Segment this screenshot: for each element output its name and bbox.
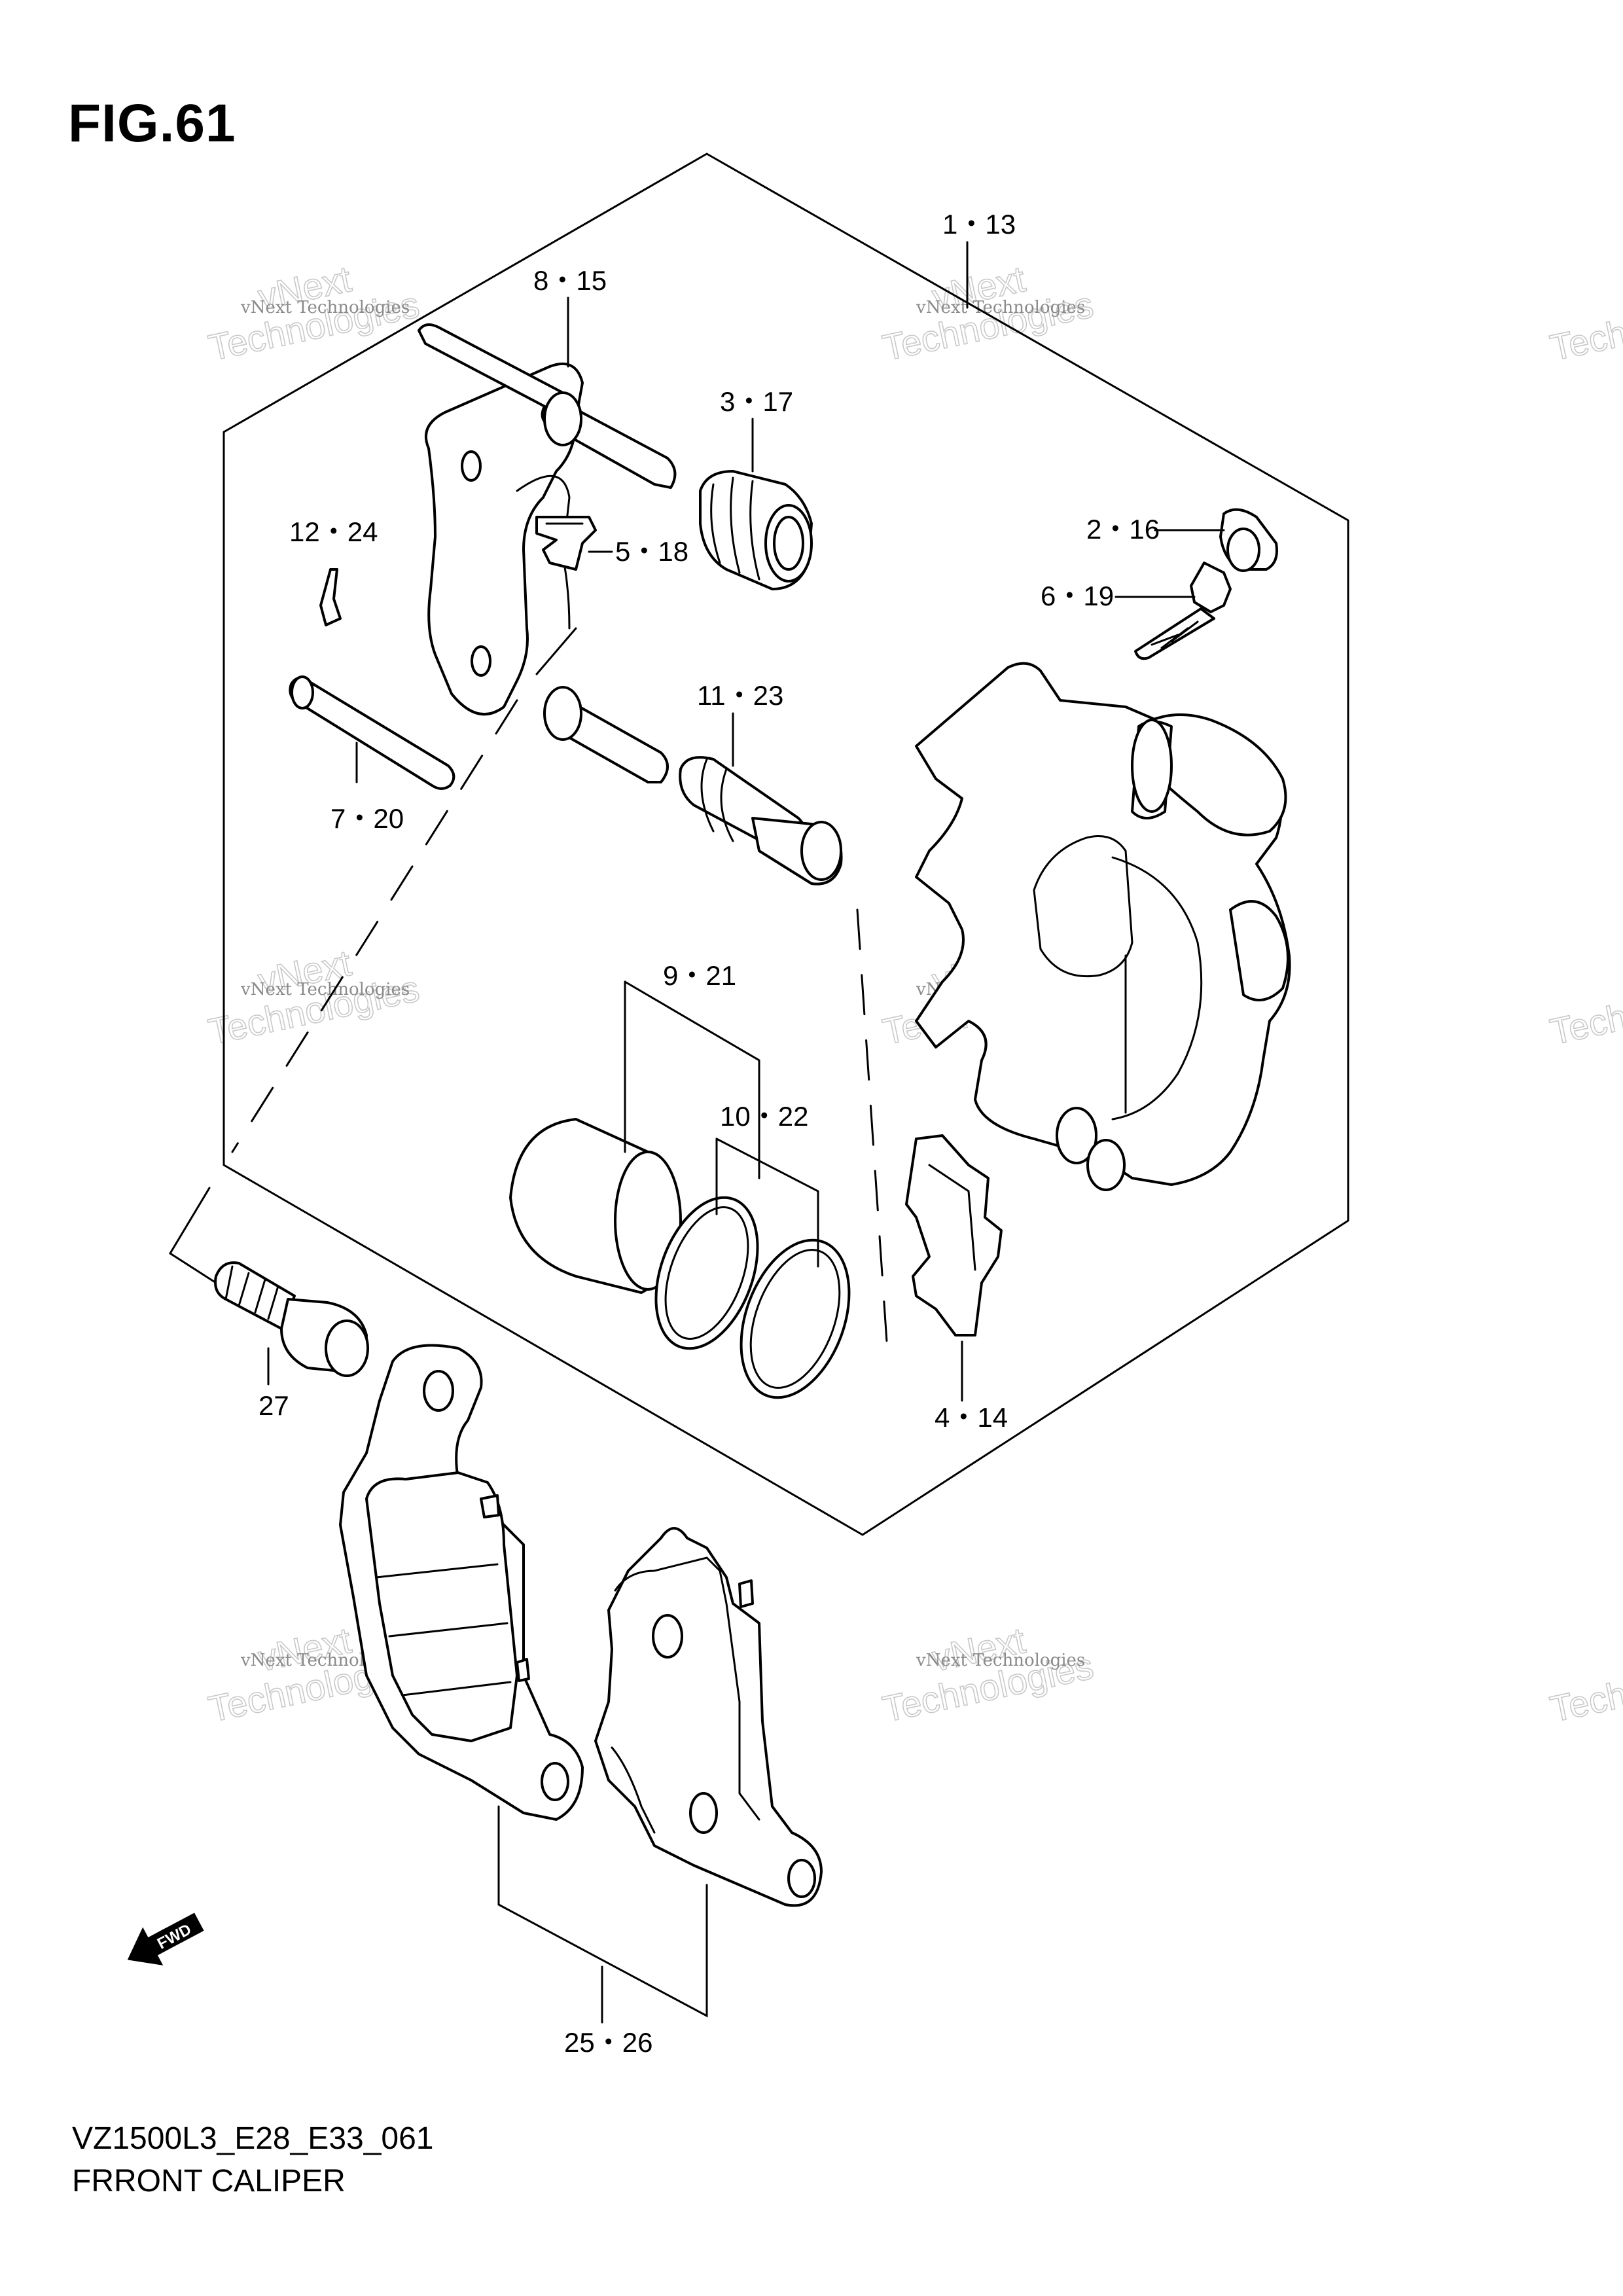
mounting-bolt-part: [214, 1261, 369, 1377]
svg-text:Technologies: Technologies: [1546, 1645, 1623, 1730]
clip-pin-part: [319, 568, 342, 626]
watermark: Technologies: [1546, 283, 1623, 369]
slide-pin-part: [289, 675, 455, 790]
brake-pad-part: [594, 1527, 823, 1907]
boot-part: [699, 470, 813, 590]
watermark-text: vNext Technologies: [240, 298, 410, 317]
svg-text:Technologies: Technologies: [1546, 967, 1623, 1052]
drawing-name: FRRONT CALIPER: [72, 2164, 346, 2198]
caliper-bracket: [418, 323, 677, 783]
label-part-7-20: 7・20: [330, 803, 404, 834]
dashed-leader: [856, 908, 888, 1343]
label-part-3-17: 3・17: [720, 386, 793, 417]
bleeder-screw-part: [1134, 562, 1232, 660]
label-part-25-26: 25・26: [564, 2027, 652, 2058]
label-part-9-21: 9・21: [663, 960, 736, 991]
label-part-27: 27: [259, 1390, 289, 1421]
caliper-body: [915, 662, 1291, 1191]
assembly-outline: [223, 152, 1349, 1536]
pad-spring-part: [905, 1134, 1003, 1336]
seal-part: [654, 1196, 759, 1350]
label-part-5-18: 5・18: [615, 536, 688, 567]
guide-pin-part: [679, 756, 843, 886]
part-labels: 1・13 8・15 3・17 5・18 2・16 6・19 12・24 7・20…: [259, 209, 1160, 2058]
svg-text:Technologies: Technologies: [1546, 283, 1623, 368]
leader-lines: [267, 241, 1225, 2024]
label-part-2-16: 2・16: [1086, 514, 1160, 545]
figure-title: FIG.61: [68, 94, 236, 153]
brake-pad-part: [339, 1344, 584, 1821]
watermark-text: vNext Technologies: [916, 298, 1085, 317]
label-part-6-19: 6・19: [1041, 581, 1114, 611]
label-part-1-13: 1・13: [942, 209, 1016, 240]
watermark: Technologies: [1546, 1645, 1623, 1731]
watermark-text: vNext Technologies: [916, 1651, 1085, 1670]
label-part-12-24: 12・24: [289, 516, 378, 547]
piston-part: [509, 1118, 682, 1294]
fwd-arrow-icon: FWD: [127, 1912, 204, 1965]
drawing-code: VZ1500L3_E28_E33_061: [72, 2121, 434, 2156]
label-part-10-22: 10・22: [720, 1101, 808, 1132]
label-part-4-14: 4・14: [935, 1402, 1008, 1433]
seal-part: [740, 1238, 851, 1399]
label-part-8-15: 8・15: [533, 265, 607, 296]
dashed-leader: [168, 1187, 217, 1284]
watermark-text: vNext Technologies: [240, 980, 410, 999]
label-part-11-23: 11・23: [697, 680, 783, 711]
dashed-leader: [231, 699, 518, 1153]
clip-part: [535, 516, 597, 571]
bleeder-cap-part: [1219, 508, 1278, 572]
watermark: Technologies: [1546, 967, 1623, 1053]
